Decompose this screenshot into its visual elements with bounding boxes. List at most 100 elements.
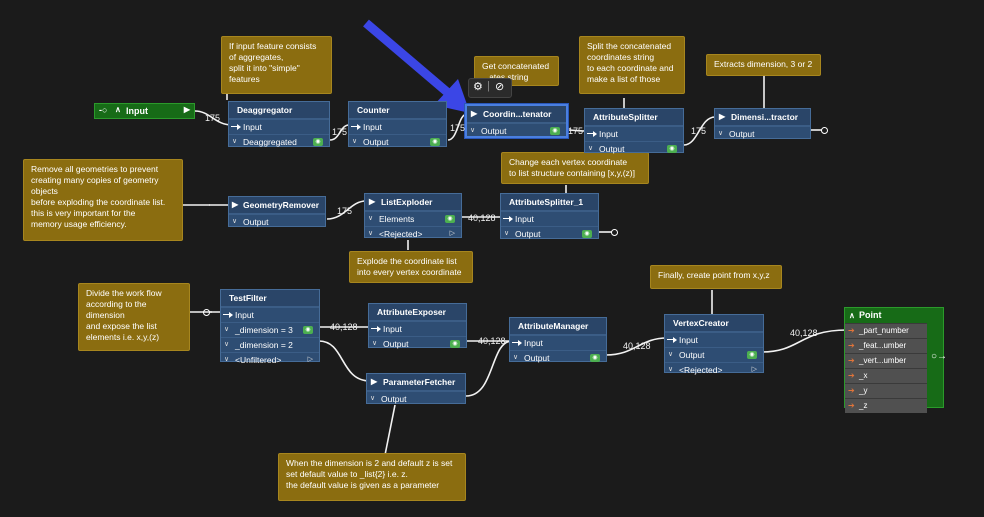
node-deaggregator[interactable]: Deaggregator Input ∨Deaggregated◉ [228, 101, 330, 147]
connector-start-icon[interactable] [203, 309, 210, 316]
feature-count[interactable]: 175 [205, 113, 221, 123]
port-output[interactable]: ∨Output [715, 126, 810, 141]
node-title: ▶ GeometryRemover [229, 197, 325, 214]
attribute-icon: ➔ [848, 401, 855, 410]
eye-icon[interactable]: ◉ [303, 326, 313, 334]
attribute-row[interactable]: ➔_feat...umber [845, 338, 927, 353]
attribute-name: _z [859, 401, 868, 410]
feature-count[interactable]: 175 [568, 126, 584, 136]
output-connector-icon[interactable]: ○→ [931, 351, 948, 362]
port-dimension-2[interactable]: ∨_dimension = 2 [221, 337, 319, 352]
port-input[interactable]: Input [369, 321, 466, 336]
node-title: ▶ListExploder [365, 194, 461, 211]
attribute-row[interactable]: ➔_x [845, 368, 927, 383]
chevron-up-icon: ∧ [849, 311, 855, 320]
port-input[interactable]: Input [229, 119, 329, 134]
port-label: Output [363, 137, 389, 147]
note-dimension[interactable]: When the dimension is 2 and default z is… [278, 453, 466, 501]
feature-count[interactable]: 175 [691, 126, 707, 136]
port-label: <Rejected> [679, 365, 723, 375]
note-finally[interactable]: Finally, create point from x,y,z [650, 265, 782, 289]
port-output[interactable]: ∨Output◉ [501, 226, 598, 241]
attribute-row[interactable]: ➔ _z [845, 398, 927, 413]
port-output[interactable]: ∨Output [367, 391, 465, 406]
node-attribute-splitter-1[interactable]: AttributeSplitter_1 Input ∨Output◉ [500, 193, 599, 239]
feature-count[interactable]: 40,128 [623, 341, 651, 351]
feature-count[interactable]: 40,128 [330, 322, 358, 332]
eye-icon[interactable]: ◉ [450, 340, 460, 348]
port-output[interactable]: ∨Output◉ [585, 141, 683, 156]
node-coordinate-concatenator[interactable]: ▶Coordin...tenator ∨Output◉ [465, 104, 568, 138]
port-rejected[interactable]: ∨<Rejected>▷ [665, 362, 763, 377]
eye-icon[interactable]: ◉ [445, 215, 455, 223]
feature-count[interactable]: 40,128 [790, 328, 818, 338]
eye-icon[interactable]: ◉ [590, 354, 600, 362]
point-bookmark[interactable]: ∧ Point ➔_part_number ➔_feat...umber ➔_v… [844, 307, 948, 413]
eye-icon[interactable]: ◉ [582, 230, 592, 238]
port-rejected[interactable]: ∨<Rejected>▷ [365, 226, 461, 241]
port-output[interactable]: ∨Output◉ [369, 336, 466, 351]
feature-count[interactable]: 40,128 [468, 213, 496, 223]
port-elements[interactable]: ∨Elements◉ [365, 211, 461, 226]
feature-count[interactable]: 175 [337, 206, 353, 216]
port-input[interactable]: Input [501, 211, 598, 226]
node-counter[interactable]: Counter Input ∨Output◉ [348, 101, 447, 147]
port-output[interactable]: ∨Output◉ [510, 350, 606, 365]
connector-end-icon[interactable] [611, 229, 618, 236]
note-remove[interactable]: Remove all geometries to prevent creatin… [23, 159, 183, 241]
port-input[interactable]: Input [510, 335, 606, 350]
note-split[interactable]: Split the concatenated coordinates strin… [579, 36, 685, 94]
port-output[interactable]: ∨Output◉ [467, 123, 566, 138]
attribute-row[interactable]: ➔_y [845, 383, 927, 398]
port-output[interactable]: ∨Output [229, 214, 325, 229]
feature-count[interactable]: 40,128 [478, 336, 506, 346]
play-icon: ▷ [449, 230, 455, 237]
attribute-row[interactable]: ➔_vert...umber [845, 353, 927, 368]
attribute-name: _vert...umber [859, 356, 907, 365]
port-dimension-3[interactable]: ∨_dimension = 3◉ [221, 322, 319, 337]
port-input[interactable]: Input [665, 332, 763, 347]
port-unfiltered[interactable]: ∨<Unfiltered>▷ [221, 352, 319, 367]
port-input[interactable]: Input [585, 126, 683, 141]
node-test-filter[interactable]: TestFilter Input ∨_dimension = 3◉ ∨_dime… [220, 289, 320, 365]
node-dimension-extractor[interactable]: ▶Dimensi...tractor ∨Output [714, 108, 811, 139]
input-arrow-icon: ▶ [232, 200, 239, 209]
node-attribute-manager[interactable]: AttributeManager Input ∨Output◉ [509, 317, 607, 365]
eye-icon[interactable]: ◉ [667, 145, 677, 153]
port-input[interactable]: Input [349, 119, 446, 134]
node-geometry-remover[interactable]: ▶ GeometryRemover ∨Output [228, 196, 326, 227]
input-bookmark[interactable]: -○ ∧ Input ▶ [94, 103, 195, 119]
eye-icon[interactable]: ◉ [313, 138, 323, 146]
chevron-down-icon: ∨ [668, 351, 674, 358]
port-output[interactable]: ∨Output◉ [665, 347, 763, 362]
port-label: Output [524, 353, 550, 363]
node-attribute-splitter[interactable]: AttributeSplitter Input ∨Output◉ [584, 108, 684, 156]
node-title: Counter [349, 102, 446, 119]
note-change[interactable]: Change each vertex coordinate to list st… [501, 152, 649, 184]
feature-count[interactable]: 175 [450, 123, 466, 133]
pointer-arrow-icon [363, 19, 470, 113]
feature-count[interactable]: 175 [332, 127, 348, 137]
gear-icon[interactable]: ⚙ [473, 81, 483, 93]
node-parameter-fetcher[interactable]: ▶ParameterFetcher ∨Output [366, 373, 466, 404]
eye-icon[interactable]: ◉ [550, 127, 560, 135]
port-deaggregated[interactable]: ∨Deaggregated◉ [229, 134, 329, 149]
chevron-down-icon: ∨ [588, 145, 594, 152]
node-title-label: GeometryRemover [243, 200, 320, 210]
eye-icon[interactable]: ◉ [430, 138, 440, 146]
connector-end-icon[interactable] [821, 127, 828, 134]
chevron-down-icon: ∨ [232, 218, 238, 225]
note-aggregates[interactable]: If input feature consists of aggregates,… [221, 36, 332, 94]
node-attribute-exposer[interactable]: AttributeExposer Input ∨Output◉ [368, 303, 467, 351]
port-input[interactable]: Input [221, 307, 319, 322]
disable-icon[interactable]: ⊘ [495, 81, 505, 93]
eye-icon[interactable]: ◉ [747, 351, 757, 359]
node-vertex-creator[interactable]: VertexCreator Input ∨Output◉ ∨<Rejected>… [664, 314, 764, 375]
node-list-exploder[interactable]: ▶ListExploder ∨Elements◉ ∨<Rejected>▷ [364, 193, 462, 241]
note-divide[interactable]: Divide the work flow according to the di… [78, 283, 190, 351]
port-output[interactable]: ∨Output◉ [349, 134, 446, 149]
note-explode[interactable]: Explode the coordinate list into every v… [349, 251, 473, 283]
note-extracts[interactable]: Extracts dimension, 3 or 2 [706, 54, 821, 76]
attribute-row[interactable]: ➔_part_number [845, 323, 927, 338]
